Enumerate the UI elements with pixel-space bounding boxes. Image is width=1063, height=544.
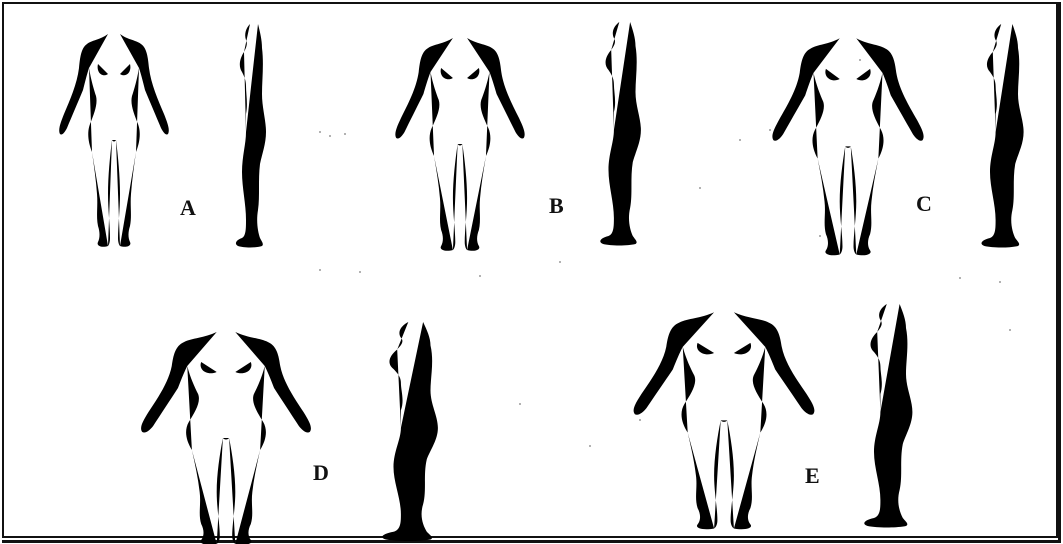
figure-a-side bbox=[236, 24, 266, 248]
figure-label-d: D bbox=[313, 462, 329, 484]
figure-b-front bbox=[395, 28, 524, 251]
figure-c-side bbox=[981, 24, 1023, 248]
figure-b-side bbox=[600, 22, 641, 246]
figure-d-side bbox=[382, 322, 438, 541]
figure-c-front bbox=[772, 28, 923, 255]
figure-a-front bbox=[59, 24, 169, 247]
figure-e-side bbox=[864, 304, 912, 528]
figure-label-e: E bbox=[805, 465, 820, 487]
figure-label-a: A bbox=[180, 197, 196, 219]
figure-d-front bbox=[141, 322, 311, 544]
figure-label-c: C bbox=[916, 193, 932, 215]
figure-e-front bbox=[634, 302, 815, 529]
figure-label-b: B bbox=[549, 195, 564, 217]
